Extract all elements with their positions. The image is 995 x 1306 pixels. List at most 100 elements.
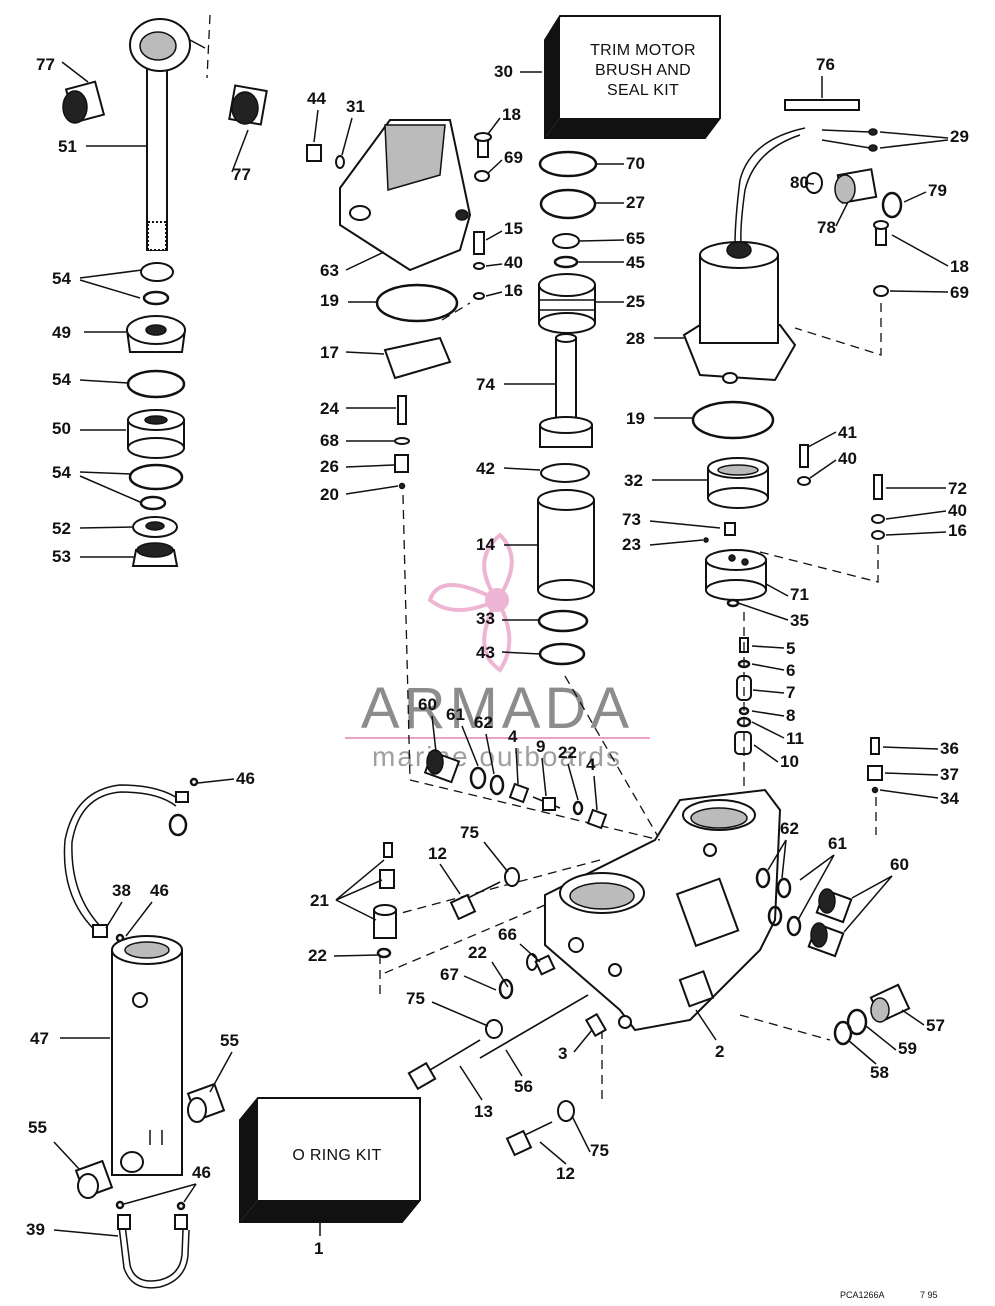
callout-11: 11 (786, 729, 804, 748)
callout-leader (805, 182, 815, 185)
callout-leader (79, 379, 129, 384)
callout-53: 53 (52, 547, 71, 566)
callout-leader (53, 1229, 119, 1237)
callout-46: 46 (192, 1163, 211, 1182)
fitting-21 (373, 904, 397, 939)
callout-leader (459, 1065, 483, 1101)
callout-leader (439, 863, 461, 895)
callout-65: 65 (626, 229, 645, 248)
callout-40: 40 (948, 501, 967, 520)
callout-leader (515, 747, 519, 785)
callout-leader (209, 1051, 233, 1093)
callout-leader (519, 943, 541, 963)
fitting-60-right-a (815, 888, 853, 924)
callout-leader (799, 854, 835, 881)
callout-9: 9 (536, 737, 545, 756)
callout-leader (505, 1049, 523, 1077)
callout-3: 3 (558, 1044, 567, 1063)
callout-52: 52 (52, 519, 71, 538)
callout-leader (751, 721, 785, 739)
callout-77: 77 (36, 55, 55, 74)
callout-46: 46 (150, 881, 169, 900)
hose-39 (115, 1200, 190, 1289)
kit-30-box: TRIM MOTOR BRUSH AND SEAL KIT (544, 15, 721, 139)
bushing-77-right (228, 84, 268, 126)
callout-leader (79, 475, 141, 503)
bolt-12-bottom (505, 1121, 553, 1157)
callout-leader (889, 290, 949, 293)
callout-36: 36 (940, 739, 959, 758)
callout-78: 78 (817, 218, 836, 237)
callout-74: 74 (476, 375, 495, 394)
callout-leader (335, 879, 383, 901)
callout-leader (649, 520, 721, 529)
callout-8: 8 (786, 706, 795, 725)
callout-13: 13 (474, 1102, 493, 1121)
manifold-body-2 (544, 788, 782, 1032)
callout-15: 15 (504, 219, 523, 238)
callout-leader (541, 757, 547, 797)
callout-40: 40 (838, 449, 857, 468)
callout-22: 22 (308, 946, 327, 965)
callout-leader (61, 61, 89, 83)
callout-leader (431, 715, 437, 753)
callout-47: 47 (30, 1029, 49, 1048)
callout-leader (751, 710, 785, 717)
callout-6: 6 (786, 661, 795, 680)
callout-66: 66 (498, 925, 517, 944)
callout-leader (53, 1141, 81, 1171)
callout-leader (345, 464, 395, 468)
callout-7: 7 (786, 683, 795, 702)
callout-39: 39 (26, 1220, 45, 1239)
bushing-77-left (62, 80, 106, 124)
callout-leader (485, 291, 503, 297)
callout-12: 12 (556, 1164, 575, 1183)
callout-leader (579, 239, 625, 242)
rod-74 (539, 333, 593, 448)
callout-57: 57 (926, 1016, 945, 1035)
callout-16: 16 (504, 281, 523, 300)
callout-18: 18 (502, 105, 521, 124)
callout-leader (835, 201, 849, 227)
plate-17 (383, 336, 452, 380)
callout-leader (79, 526, 133, 529)
callout-5: 5 (786, 639, 795, 658)
trim-rod-assembly (62, 14, 268, 567)
piston-25 (538, 273, 596, 334)
callout-leader (463, 975, 497, 991)
callout-4: 4 (586, 755, 596, 774)
callout-24: 24 (320, 399, 339, 418)
callout-leader (313, 109, 319, 143)
callout-37: 37 (940, 765, 959, 784)
callout-leader (333, 954, 379, 957)
callout-leader (797, 854, 835, 921)
callout-50: 50 (52, 419, 71, 438)
pump-32 (707, 457, 769, 509)
callout-10: 10 (780, 752, 799, 771)
callout-leader (501, 651, 541, 655)
callout-leader (901, 1009, 925, 1026)
callout-leader (345, 251, 385, 271)
callout-17: 17 (320, 343, 339, 362)
trim-motor-28 (682, 241, 797, 384)
fitting-57 (869, 983, 911, 1023)
callout-20: 20 (320, 485, 339, 504)
callout-35: 35 (790, 611, 809, 630)
callout-leader (649, 539, 704, 546)
callout-73: 73 (622, 510, 641, 529)
callout-leader (851, 875, 893, 899)
bolt-13 (407, 1039, 481, 1091)
shaft-56 (479, 994, 589, 1059)
figure-date: 7 95 (920, 1290, 938, 1300)
callout-22: 22 (558, 743, 577, 762)
callout-55: 55 (28, 1118, 47, 1137)
callout-33: 33 (476, 609, 495, 628)
callout-leader (485, 733, 495, 775)
callout-54: 54 (52, 370, 71, 389)
callout-26: 26 (320, 457, 339, 476)
callout-leader (807, 431, 837, 448)
callout-leader (752, 689, 785, 694)
callout-77: 77 (232, 165, 251, 184)
callout-leader (485, 230, 503, 241)
callout-leader (503, 467, 541, 471)
